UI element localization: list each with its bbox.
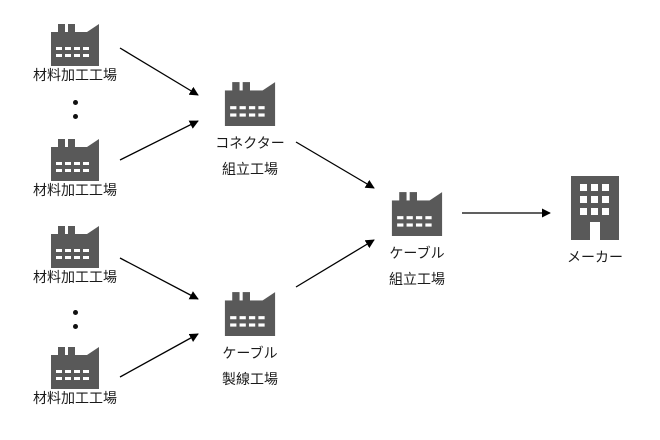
factory-icon xyxy=(224,82,276,126)
node-connector-assembly: コネクター 組立工場 xyxy=(195,80,305,180)
factory-icon xyxy=(51,347,99,389)
arrow-material-2-to-connector xyxy=(119,120,199,161)
label-line-2: 組立工場 xyxy=(389,272,445,288)
node-material-1: 材料加工工場 xyxy=(25,22,125,86)
node-label: 材料加工工場 xyxy=(33,183,117,199)
node-material-2: 材料加工工場 xyxy=(25,137,125,201)
node-label: コネクター 組立工場 xyxy=(215,134,284,180)
node-label: 材料加工工場 xyxy=(33,391,117,407)
arrow-material-4-to-cable-wire xyxy=(119,333,199,378)
node-material-3: 材料加工工場 xyxy=(25,224,125,288)
arrow-connector-to-cable-assembly xyxy=(295,141,375,189)
node-label: 材料加工工場 xyxy=(33,270,117,286)
factory-icon xyxy=(51,24,99,66)
label-line-1: コネクター xyxy=(215,136,285,152)
arrow-cable-wire-to-cable-assembly xyxy=(295,239,375,288)
node-label: メーカー xyxy=(567,250,623,266)
node-maker: メーカー xyxy=(545,172,645,268)
factory-icon xyxy=(224,292,276,336)
node-label: ケーブル 組立工場 xyxy=(389,244,445,290)
office-building-icon xyxy=(571,176,619,240)
label-line-1: ケーブル xyxy=(222,346,278,362)
factory-icon xyxy=(51,226,99,268)
ellipsis-dot xyxy=(73,310,78,315)
node-label: ケーブル 製線工場 xyxy=(222,344,278,390)
label-line-2: 組立工場 xyxy=(221,162,278,178)
node-cable-assembly: ケーブル 組立工場 xyxy=(362,190,472,290)
arrow-material-1-to-connector xyxy=(119,47,199,96)
arrow-material-3-to-cable-wire xyxy=(119,257,199,300)
node-label: 材料加工工場 xyxy=(33,68,117,84)
factory-icon xyxy=(391,192,443,236)
node-material-4: 材料加工工場 xyxy=(25,345,125,409)
ellipsis-dot xyxy=(73,324,78,329)
ellipsis-dot xyxy=(73,114,78,119)
ellipsis-dot xyxy=(73,100,78,105)
factory-icon xyxy=(51,139,99,181)
node-cable-wire: ケーブル 製線工場 xyxy=(195,290,305,390)
label-line-2: 製線工場 xyxy=(222,372,278,388)
label-line-1: ケーブル xyxy=(389,246,445,262)
